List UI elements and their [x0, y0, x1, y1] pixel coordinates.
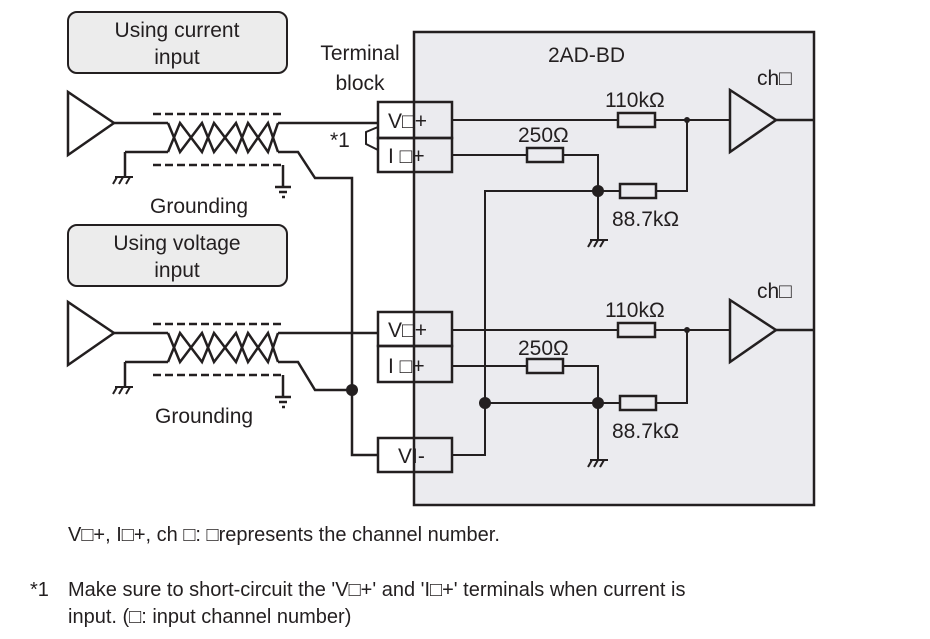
resistor-250-label: 250Ω	[518, 337, 569, 360]
resistor-110k	[616, 321, 657, 339]
current-input-box	[67, 11, 288, 74]
footnote-line: input. (□: input channel number)	[68, 606, 352, 628]
current-input-label: input	[154, 46, 200, 69]
voltage-input-box	[67, 224, 288, 287]
module-label: 2AD-BD	[548, 44, 625, 67]
caption: V□+, I□+, ch □: □represents the channel …	[68, 524, 500, 546]
resistor-250-label: 250Ω	[518, 124, 569, 147]
resistor-88-7k	[618, 182, 658, 200]
terminal-vi-minus	[376, 436, 454, 474]
resistor-88-7k-label: 88.7kΩ	[612, 208, 679, 231]
current-input-label: Using current	[115, 19, 240, 42]
terminal-block-label: Terminal	[320, 42, 399, 65]
voltage-input-label: input	[154, 259, 200, 282]
note-ref: *1	[330, 129, 350, 152]
channel-label: ch□	[757, 280, 792, 303]
module-box	[412, 30, 816, 507]
chassis-ground-icon	[587, 239, 608, 248]
chassis-ground-icon	[112, 386, 133, 395]
terminal-v-label: V□+	[388, 110, 427, 133]
voltage-input-label: Using voltage	[113, 232, 240, 255]
earth-ground-icon	[275, 375, 291, 409]
terminal-i-label: I □+	[388, 145, 425, 168]
chassis-ground-icon	[112, 176, 133, 185]
sensor-icon	[66, 89, 117, 158]
grounding-label: Grounding	[155, 405, 253, 428]
amplifier-icon	[728, 87, 779, 155]
terminal-v-label: V□+	[388, 319, 427, 342]
resistor-110k-label: 110kΩ	[605, 89, 665, 112]
footnote-line: Make sure to short-circuit the 'V□+' and…	[68, 579, 686, 601]
terminal-i-plus	[376, 344, 454, 384]
sensor-icon	[66, 299, 117, 368]
resistor-110k	[616, 111, 657, 129]
chassis-ground-icon	[587, 459, 608, 468]
terminal-block-label: block	[335, 72, 385, 95]
terminal-i-label: I □+	[388, 355, 425, 378]
terminal-vi-label: VI-	[398, 445, 425, 468]
voltage-input-channel: Grounding V□+ I □+ 110kΩ 250Ω 88.7kΩ ch□…	[66, 280, 814, 474]
resistor-250	[525, 357, 565, 375]
resistor-88-7k	[618, 394, 658, 412]
current-input-channel: Grounding *1 V□+ I □+ 110kΩ 250Ω 88.7kΩ …	[66, 67, 814, 457]
amplifier-icon	[728, 297, 779, 365]
grounding-label: Grounding	[150, 195, 248, 218]
earth-ground-icon	[275, 165, 291, 199]
short-circuit-jumper	[365, 126, 379, 151]
channel-label: ch□	[757, 67, 792, 90]
resistor-110k-label: 110kΩ	[605, 299, 665, 322]
resistor-250	[525, 146, 565, 164]
resistor-88-7k-label: 88.7kΩ	[612, 420, 679, 443]
wiring-diagram: 2AD-BD Using current input Using voltage…	[66, 11, 816, 507]
footnote-mark: *1	[30, 579, 49, 601]
